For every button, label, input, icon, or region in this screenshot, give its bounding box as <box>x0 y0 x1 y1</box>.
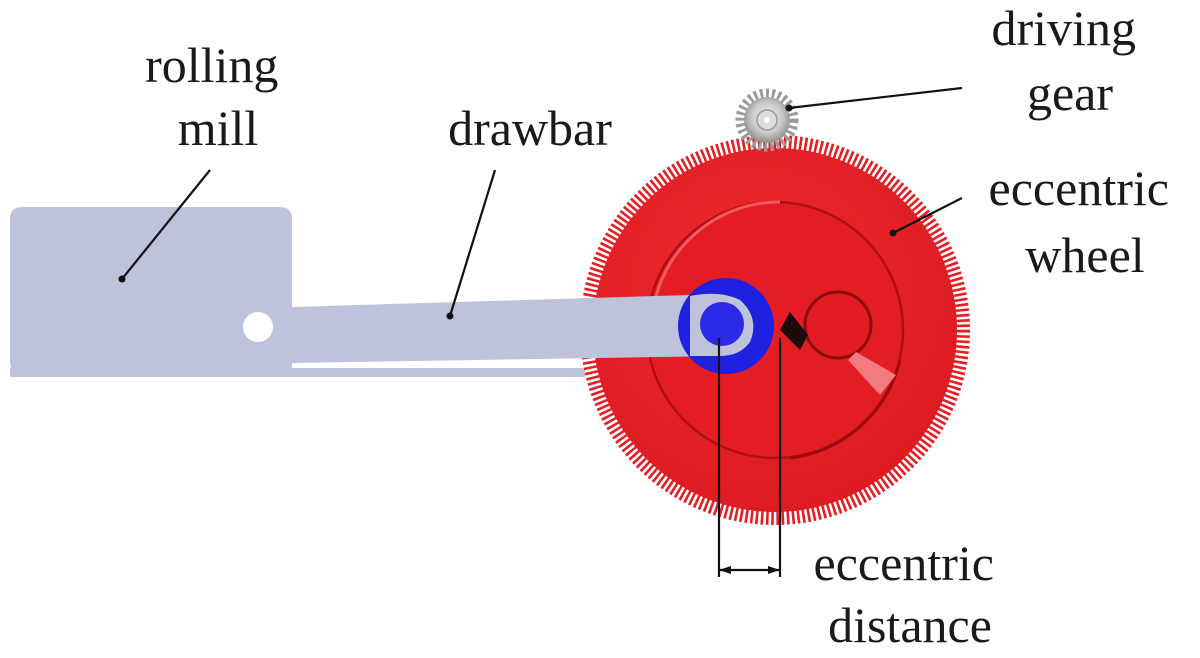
eccentric-wheel-label: eccentric wheel <box>989 160 1182 283</box>
eccentric-distance-label-line2: distance <box>828 597 992 653</box>
pivot-pin <box>700 302 744 346</box>
eccentric-wheel <box>580 135 970 525</box>
rolling-mill-hole <box>243 312 273 342</box>
drawbar-label: drawbar <box>448 100 612 156</box>
drawbar-leader <box>448 169 497 317</box>
driving-gear <box>735 88 799 152</box>
eccentric-distance-label-line1: eccentric <box>814 535 994 591</box>
driving-gear-label-line2: gear <box>1027 65 1113 121</box>
driving-gear-label: driving gear <box>992 0 1149 121</box>
eccentric-wheel-label-line1: eccentric <box>989 160 1169 216</box>
eccentric-distance-dimension <box>717 338 782 577</box>
base-rail <box>10 368 585 377</box>
rolling-mill-label-line2: mill <box>178 100 259 156</box>
driving-gear-leader <box>788 86 963 110</box>
driving-gear-label-line1: driving <box>992 0 1136 56</box>
rolling-mill-label: rolling mill <box>145 37 291 156</box>
eccentric-wheel-label-line2: wheel <box>1025 227 1144 283</box>
drawbar <box>292 294 760 363</box>
eccentric-distance-label: eccentric distance <box>814 535 1007 653</box>
rolling-mill-label-line1: rolling <box>145 37 278 93</box>
rolling-mill-block <box>10 207 292 373</box>
eccentric-shaft-hole <box>803 290 873 360</box>
rolling-mill-leader <box>121 169 211 280</box>
eccentric-wheel-leader <box>892 197 963 234</box>
